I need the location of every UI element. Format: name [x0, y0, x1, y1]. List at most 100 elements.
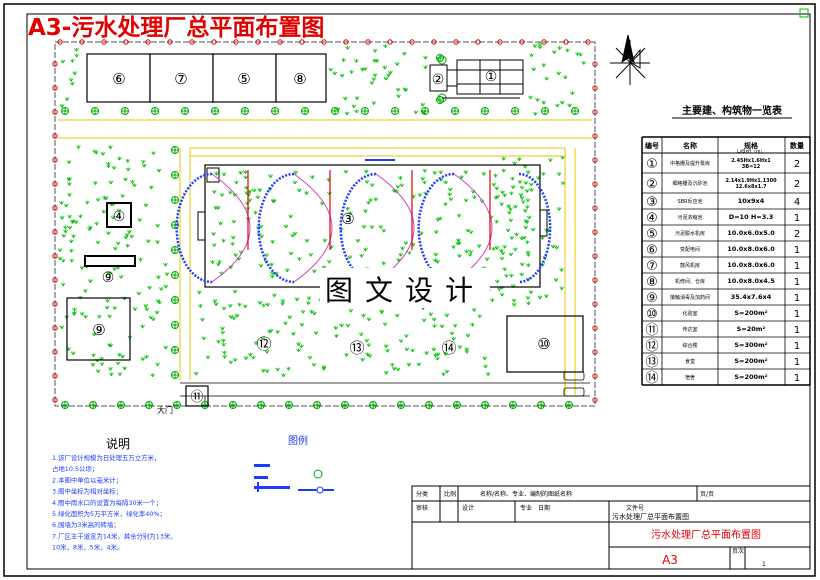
grass-tuft — [140, 357, 146, 361]
grass-tuft — [525, 250, 531, 255]
drawing-title: A3-污水处理厂总平面布置图 — [28, 14, 324, 41]
fence-post — [592, 205, 598, 211]
tree-icon — [211, 107, 219, 115]
grass-tuft — [532, 43, 538, 48]
note-line: 3.图中坐标为相对坐标； — [52, 487, 122, 496]
grass-tuft — [163, 284, 169, 289]
grass-tuft — [507, 210, 512, 215]
grass-tuft — [214, 171, 219, 176]
grass-tuft — [201, 336, 207, 341]
tree-icon — [151, 107, 159, 115]
grass-tuft — [541, 100, 547, 105]
grass-tuft — [304, 238, 310, 243]
grass-tuft — [309, 309, 314, 314]
grass-tuft — [399, 183, 405, 188]
grass-tuft — [76, 145, 81, 149]
grass-tuft — [259, 234, 265, 239]
grass-tuft — [432, 324, 437, 328]
grass-tuft — [267, 329, 272, 334]
tree-icon — [285, 401, 293, 409]
grass-tuft — [441, 372, 446, 376]
tb-r1-2: 名称/名称、专业、编制的图纸名称 — [480, 490, 572, 498]
grass-tuft — [424, 351, 429, 355]
grass-tuft — [96, 314, 102, 319]
svg-text:10x9x4: 10x9x4 — [738, 197, 765, 205]
grass-tuft — [163, 262, 168, 267]
svg-text:机修间、仓库: 机修间、仓库 — [675, 278, 705, 285]
grass-tuft — [94, 221, 100, 226]
grass-tuft — [57, 256, 63, 261]
grass-tuft — [272, 293, 277, 298]
tree-icon — [117, 401, 125, 409]
grass-tuft — [526, 215, 532, 220]
svg-text:1: 1 — [794, 277, 800, 288]
grass-tuft — [456, 213, 462, 218]
grass-tuft — [395, 87, 401, 92]
grass-tuft — [381, 228, 387, 233]
tree-icon — [301, 107, 309, 115]
grass-tuft — [74, 53, 80, 58]
grass-tuft — [71, 234, 76, 238]
grass-tuft — [138, 257, 143, 262]
grass-tuft — [219, 193, 225, 197]
grass-tuft — [465, 333, 471, 338]
fence-post — [52, 277, 58, 283]
building-label-11: ⑪ — [190, 390, 203, 405]
grass-tuft — [253, 341, 259, 345]
grass-tuft — [400, 246, 405, 251]
grass-tuft — [435, 356, 440, 361]
svg-text:4: 4 — [794, 197, 800, 208]
grass-tuft — [88, 225, 93, 230]
grass-tuft — [511, 298, 517, 303]
grass-tuft — [368, 198, 374, 202]
grass-tuft — [431, 317, 437, 322]
tb-page-value: 1 — [762, 561, 766, 568]
grass-tuft — [535, 98, 540, 102]
fence-post — [52, 85, 58, 91]
grass-tuft — [123, 177, 128, 182]
grass-tuft — [379, 310, 385, 314]
tree-icon — [436, 96, 444, 104]
svg-text:2.45Hx1.6Hx1: 2.45Hx1.6Hx1 — [731, 158, 771, 164]
grass-tuft — [447, 187, 453, 192]
grass-tuft — [354, 96, 360, 100]
grass-tuft — [508, 252, 514, 257]
grass-tuft — [112, 266, 117, 271]
grass-tuft — [148, 315, 154, 320]
grass-tuft — [291, 331, 296, 336]
grass-tuft — [101, 209, 107, 214]
svg-text:⑬: ⑬ — [645, 355, 658, 370]
grass-tuft — [242, 304, 248, 309]
grass-tuft — [234, 180, 239, 185]
fence-post — [453, 39, 459, 45]
grass-tuft — [517, 157, 522, 161]
grass-tuft — [348, 308, 354, 313]
tb-r2-1: 设计 — [462, 504, 474, 512]
grass-tuft — [311, 269, 317, 273]
building-label-2: ② — [432, 72, 445, 88]
grass-tuft — [163, 345, 169, 350]
svg-text:S=300m²: S=300m² — [734, 341, 767, 349]
grass-tuft — [164, 272, 170, 276]
grass-tuft — [108, 180, 114, 185]
grass-tuft — [125, 243, 131, 248]
grass-tuft — [112, 306, 118, 310]
grass-tuft — [369, 81, 375, 85]
grass-tuft — [456, 238, 461, 243]
grass-tuft — [361, 313, 366, 318]
legend-title: 图例 — [288, 434, 308, 447]
grass-tuft — [328, 67, 334, 72]
grass-tuft — [433, 252, 439, 257]
grass-tuft — [299, 344, 304, 349]
grass-tuft — [519, 262, 525, 267]
note-line: 占地10.5公顷； — [52, 464, 98, 473]
grass-tuft — [544, 76, 550, 81]
grass-tuft — [559, 100, 565, 105]
grass-tuft — [105, 298, 110, 303]
grass-tuft — [228, 190, 233, 195]
grass-tuft — [525, 170, 531, 174]
fence-post — [592, 325, 598, 331]
fence-post — [123, 39, 129, 45]
